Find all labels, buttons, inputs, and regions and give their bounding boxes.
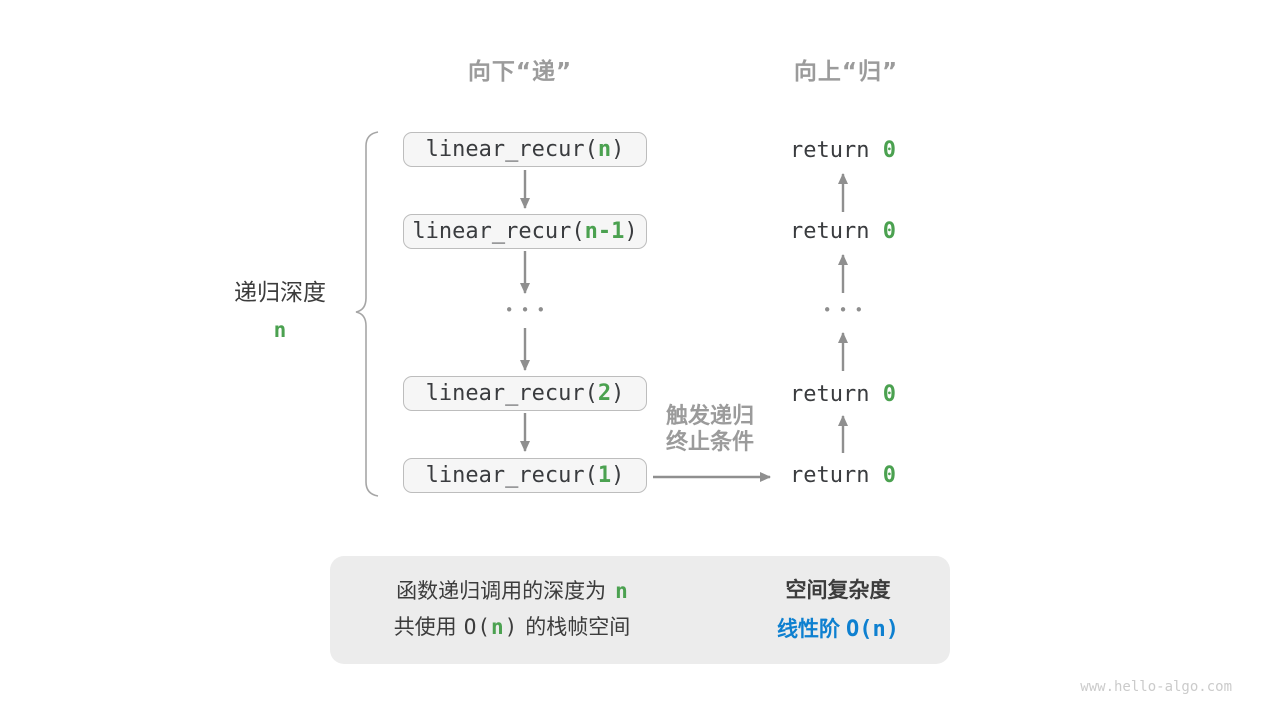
call-code: linear_recur( (425, 137, 598, 162)
return-keyword: return (790, 463, 883, 488)
return-keyword: return (790, 219, 883, 244)
call-code: ) (624, 219, 638, 244)
big-o-open: O( (463, 615, 491, 639)
return-row: return 0 (743, 219, 943, 244)
summary-cause-line1: 函数递归调用的深度为 n (342, 578, 682, 604)
return-value: 0 (882, 219, 896, 244)
summary-cause-post: 的栈帧空间 (525, 615, 631, 639)
terminate-note: 触发递归 终止条件 (625, 404, 795, 456)
return-keyword: return (790, 138, 883, 163)
complexity-class: 线性阶 (777, 617, 840, 641)
return-row: return 0 (743, 382, 943, 407)
call-arg: n-1 (584, 219, 625, 244)
call-code: linear_recur( (425, 381, 598, 406)
ascend-column-header: 向上“归” (793, 59, 899, 85)
return-value: 0 (882, 382, 896, 407)
watermark: www.hello-algo.com (1080, 679, 1232, 695)
return-keyword: return (790, 382, 883, 407)
ellipsis-icon: ••• (822, 301, 871, 319)
terminate-note-line1: 触发递归 (665, 404, 754, 429)
summary-cause-var: n (615, 579, 628, 603)
summary-effect-title: 空间复杂度 (785, 578, 891, 602)
call-arg: n (597, 137, 612, 162)
return-row: return 0 (743, 463, 943, 488)
call-code: linear_recur( (425, 463, 598, 488)
big-o-var: n (490, 615, 505, 639)
descend-column-header: 向下“递” (467, 59, 573, 85)
call-code: ) (611, 137, 625, 162)
terminate-note-line2: 终止条件 (665, 430, 754, 455)
call-code: ) (611, 381, 625, 406)
return-value: 0 (882, 463, 896, 488)
call-box-1: linear_recur(1) (403, 458, 647, 493)
summary-cause-text: 函数递归调用的深度为 (396, 579, 607, 603)
depth-value: n (273, 318, 287, 342)
summary-panel (330, 556, 950, 664)
complexity-formula: O(n) (846, 617, 899, 642)
call-box-2: linear_recur(2) (403, 376, 647, 411)
call-arg: 2 (597, 381, 612, 406)
call-box-n-1: linear_recur(n-1) (403, 214, 647, 249)
return-value: 0 (882, 138, 896, 163)
call-box-n: linear_recur(n) (403, 132, 647, 167)
return-row: return 0 (743, 138, 943, 163)
depth-brace-icon (355, 131, 379, 497)
summary-cause-pre: 共使用 (393, 615, 457, 639)
call-code: ) (611, 463, 625, 488)
big-o-close: ) (504, 615, 519, 639)
depth-label: 递归深度 (234, 280, 326, 306)
ellipsis-icon: ••• (504, 301, 553, 319)
call-code: linear_recur( (412, 219, 585, 244)
call-arg: 1 (597, 463, 612, 488)
